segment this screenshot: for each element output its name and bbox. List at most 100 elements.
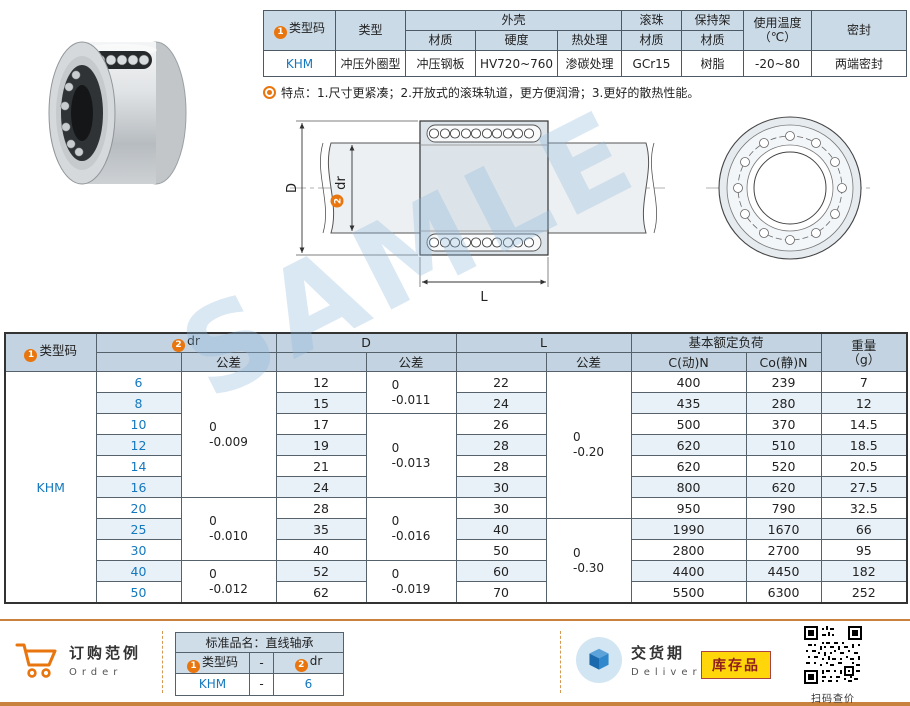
spec-header-material: 材质 [405,30,476,51]
spec-header-cage: 保持架 [681,10,744,31]
cell-d: 19 [275,434,367,457]
circle-1-icon: 1 [273,25,287,39]
header-d-tolerance: 公差 [365,352,457,373]
cell-d: 21 [275,455,367,478]
cell-load-static: 280 [745,392,822,415]
spec-header-type: 类型 [335,10,406,51]
table-row: 25 35 40 0-0.30 1990 1670 66 [5,518,908,604]
sample-value-dr: 6 [273,672,344,696]
table-row: 8 15 24 435 280 12 [5,392,908,415]
delivery-title-en: Delivery [631,667,713,678]
cell-load-static: 790 [745,497,822,520]
spec-header-balls: 滚珠 [621,10,682,31]
order-example-block: 订购范例 Order [14,639,141,681]
cell-dr: 25 [95,518,182,541]
cell-load-dynamic: 1990 [630,518,747,541]
order-title-en: Order [69,667,123,678]
spec-header-shell: 外壳 [405,10,622,31]
cell-dr-tolerance: 0-0.010 [180,497,277,562]
dim-label-dr: 2 dr [330,176,349,208]
cell-weight: 95 [820,539,908,562]
table-row: 14 21 28 620 520 20.5 [5,455,908,478]
stock-badge: 库存品 [701,651,771,679]
divider [560,631,561,693]
cell-d: 28 [275,497,367,520]
header-d: D [275,332,457,354]
dim-label-d: D [285,183,300,193]
table-row: 40 0-0.012 52 0-0.019 60 4400 4450 182 [5,560,908,604]
cell-load-dynamic: 620 [630,434,747,457]
cell-d: 15 [275,392,367,415]
cell-d: 17 [275,413,367,436]
order-title: 订购范例 [69,644,142,662]
table-row: 30 40 50 2800 2700 95 [5,539,908,562]
sample-value-type-code: KHM [175,672,250,696]
features-text: 特点：1.尺寸更紧凑；2.开放式的滚珠轨道，更方便润滑；3.更好的散热性能。 [281,86,700,100]
cell-load-static: 2700 [745,539,822,562]
qr-code [804,626,862,684]
sample-value-dash: - [249,672,274,696]
cell-load-dynamic: 435 [630,392,747,415]
cell-dr: 20 [95,497,182,520]
cell-dr: 14 [95,455,182,478]
cell-dr: 40 [95,560,182,583]
cell-dr: 8 [95,392,182,415]
cell-weight: 27.5 [820,476,908,499]
balls-top [428,128,535,139]
bearing-section [419,120,549,256]
cell-l: 22 [455,371,547,394]
cell-weight: 18.5 [820,434,908,457]
cell-d-tolerance: 0-0.011 [365,371,457,415]
cell-d-tolerance: 0-0.013 [365,413,457,499]
cell-d: 40 [275,539,367,562]
spec-seal-value: 两端密封 [811,50,907,77]
cell-load-static: 6300 [745,581,822,604]
cell-dr: 6 [95,371,182,394]
header-dr-tolerance: 公差 [180,352,277,373]
qr-caption: 扫码查价 [811,694,855,705]
table-row: 20 0-0.010 28 0-0.016 30 950 790 32.5 [5,497,908,562]
cell-l: 50 [455,539,547,562]
cell-d: 62 [275,581,367,604]
cell-weight: 14.5 [820,413,908,436]
cell-l: 24 [455,392,547,415]
table-row: KHM 6 0-0.009 12 0-0.011 22 0-0.20 400 2… [4,371,908,604]
cell-dr: 50 [95,581,182,604]
header-load: 基本额定负荷 [630,332,822,354]
features-note: 特点：1.尺寸更紧凑；2.开放式的滚珠轨道，更方便润滑；3.更好的散热性能。 [263,84,699,101]
sample-header-dash: - [249,652,274,674]
cell-l-tolerance: 0-0.20 [545,371,632,520]
header-load-static: Co(静)N [745,352,822,373]
spec-header-seal: 密封 [811,10,907,51]
header-spacer [95,352,182,373]
cell-l: 28 [455,455,547,478]
spec-header-hardness: 硬度 [475,30,558,51]
cell-weight: 32.5 [820,497,908,520]
cell-l: 28 [455,434,547,457]
svg-text:dr: dr [334,176,349,190]
header-l: L [455,332,632,354]
cell-l: 30 [455,497,547,520]
cell-load-dynamic: 5500 [630,581,747,604]
cell-d-tolerance: 0-0.019 [365,560,457,604]
product-photo [48,41,187,185]
cell-load-dynamic: 800 [630,476,747,499]
cell-dr: 12 [95,434,182,457]
cell-load-dynamic: 2800 [630,539,747,562]
dim-label-l: L [480,290,488,305]
table-row: 12 19 28 620 510 18.5 [5,434,908,457]
cell-dr: 10 [95,413,182,436]
cell-l: 70 [455,581,547,604]
spec-cage-material-value: 树脂 [681,50,744,77]
cell-weight: 20.5 [820,455,908,478]
circle-2-icon: 2 [171,339,185,353]
cell-load-static: 1670 [745,518,822,541]
cell-load-static: 239 [745,371,822,394]
spec-type-value: 冲压外圈型 [335,50,406,77]
qr-block: 扫码查价 [797,626,869,705]
cell-d: 52 [275,560,367,583]
